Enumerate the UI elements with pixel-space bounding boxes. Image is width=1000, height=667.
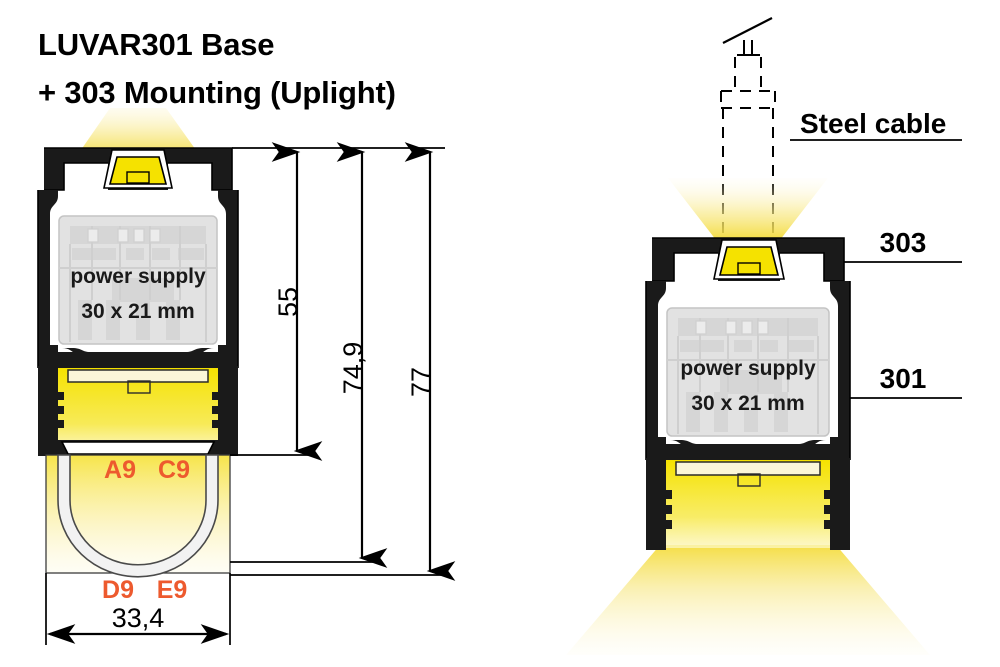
led-board-lower-right [675,461,821,476]
diffuser-lens-block: A9 C9 D9 E9 [45,454,231,604]
led-chamber-lower [38,366,238,456]
mounting-bracket-303 [44,147,233,200]
callout-steel-cable: Steel cable [790,108,962,141]
dimension-33-4: 33,4 [112,603,165,633]
page-title-line2: + 303 Mounting (Uplight) [38,75,396,110]
dimension-77: 77 [406,367,436,397]
power-supply-label-line2: 30 x 21 mm [81,300,194,323]
power-supply-schematic-right: power supply 30 x 21 mm [666,307,830,437]
lens-code-a9: A9 [104,456,136,484]
power-supply-label-right-line1: power supply [680,357,816,380]
callout-303-label: 303 [880,227,927,258]
dimension-55: 55 [273,287,303,317]
lens-code-d9: D9 [102,576,134,604]
lens-code-c9: C9 [158,456,190,484]
left-profile-view: power supply 30 x 21 mm [37,108,239,604]
semicircular-lens [57,454,219,578]
led-strip-top-right [718,246,780,276]
dimension-74-9: 74,9 [338,342,368,395]
power-supply-label-line1: power supply [70,265,206,288]
callout-301-label: 301 [880,363,927,394]
base-profile-301-right [645,281,851,460]
lens-code-e9: E9 [157,576,188,604]
callout-303: 303 [844,227,962,263]
callout-steel-cable-label: Steel cable [800,108,946,139]
steel-cable-suspension [720,17,776,238]
led-strip-top [108,156,168,185]
uplight-beam-right [668,178,828,240]
dimension-annotations: 55 74,9 77 33,4 [45,142,456,645]
downlight-beam-right [566,545,930,655]
power-supply-label-right-line2: 30 x 21 mm [691,392,804,415]
page-title-line1: LUVAR301 Base [38,27,274,62]
power-supply-schematic: power supply 30 x 21 mm [58,215,218,345]
callout-301: 301 [850,363,962,399]
led-chamber-lower-right [646,458,850,550]
led-board-lower [67,369,209,383]
base-profile-301 [37,190,239,368]
uplight-beam-cone [74,108,203,160]
mounting-bracket-303-right [652,237,845,291]
right-suspended-view: power supply 30 x 21 mm Steel cable [566,17,962,655]
